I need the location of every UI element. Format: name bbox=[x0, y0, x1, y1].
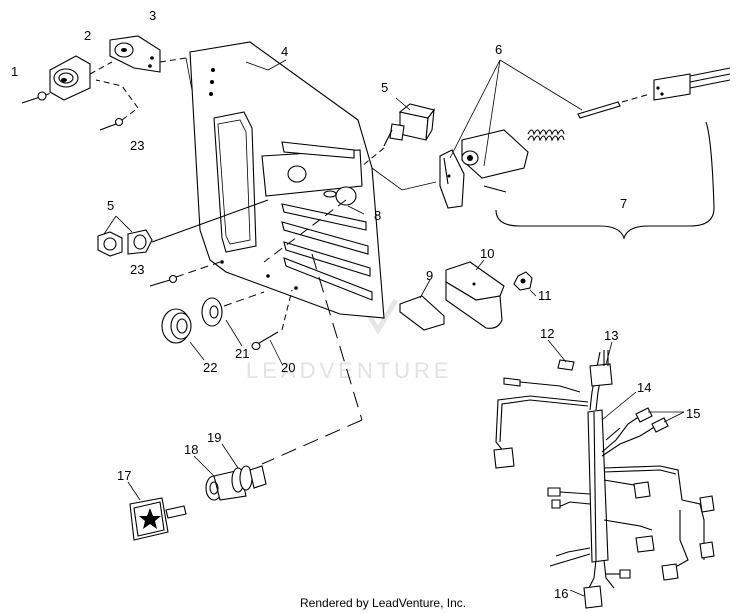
washer-part-21 bbox=[201, 291, 265, 347]
callout-19: 19 bbox=[207, 430, 221, 445]
callout-20: 20 bbox=[281, 360, 295, 375]
lens-part-8 bbox=[263, 199, 365, 263]
screw-part-23-left bbox=[149, 261, 221, 287]
callout-3: 3 bbox=[149, 8, 156, 23]
callout-2: 2 bbox=[84, 28, 91, 43]
callout-5-left: 5 bbox=[107, 198, 114, 213]
callout-labels: 1 2 3 4 5 5 6 7 8 9 10 11 12 13 14 15 16… bbox=[11, 8, 700, 601]
footer-credit: Rendered by LeadVenture, Inc. bbox=[300, 596, 466, 610]
callout-12: 12 bbox=[540, 326, 554, 341]
callout-8: 8 bbox=[374, 208, 381, 223]
callout-18: 18 bbox=[184, 442, 198, 457]
callout-11: 11 bbox=[538, 288, 552, 303]
screw-part-23-top bbox=[95, 79, 139, 131]
nut-part-22 bbox=[161, 308, 205, 361]
clip-part-9 bbox=[399, 279, 445, 331]
callout-22: 22 bbox=[203, 360, 217, 375]
key-part-17 bbox=[127, 481, 187, 541]
callout-4: 4 bbox=[281, 44, 288, 59]
nut-part-19 bbox=[221, 443, 267, 493]
callout-23-top: 23 bbox=[130, 138, 144, 153]
dash-panel-part-4 bbox=[189, 41, 385, 319]
callout-16: 16 bbox=[554, 586, 568, 601]
bezel-part-2 bbox=[49, 55, 113, 101]
bracket-part-10 bbox=[445, 259, 505, 329]
callout-14: 14 bbox=[637, 380, 651, 395]
switch-assembly-part-6 bbox=[371, 59, 731, 240]
callout-1: 1 bbox=[11, 64, 18, 79]
nut-part-11 bbox=[513, 271, 537, 297]
callout-10: 10 bbox=[480, 246, 494, 261]
screw-part-20 bbox=[251, 289, 293, 365]
callout-15: 15 bbox=[686, 406, 700, 421]
callout-5-top: 5 bbox=[381, 80, 388, 95]
nut-part-5 bbox=[97, 199, 269, 257]
bracket-part-3 bbox=[109, 35, 193, 91]
callout-7: 7 bbox=[620, 196, 627, 211]
toggle-switch-part-5 bbox=[361, 97, 435, 167]
callout-9: 9 bbox=[426, 268, 433, 283]
wiring-harness-part-14 bbox=[493, 339, 715, 609]
callout-17: 17 bbox=[117, 468, 131, 483]
callout-23-left: 23 bbox=[130, 262, 144, 277]
callout-21: 21 bbox=[235, 346, 249, 361]
callout-6: 6 bbox=[495, 42, 502, 57]
callout-13: 13 bbox=[604, 328, 618, 343]
